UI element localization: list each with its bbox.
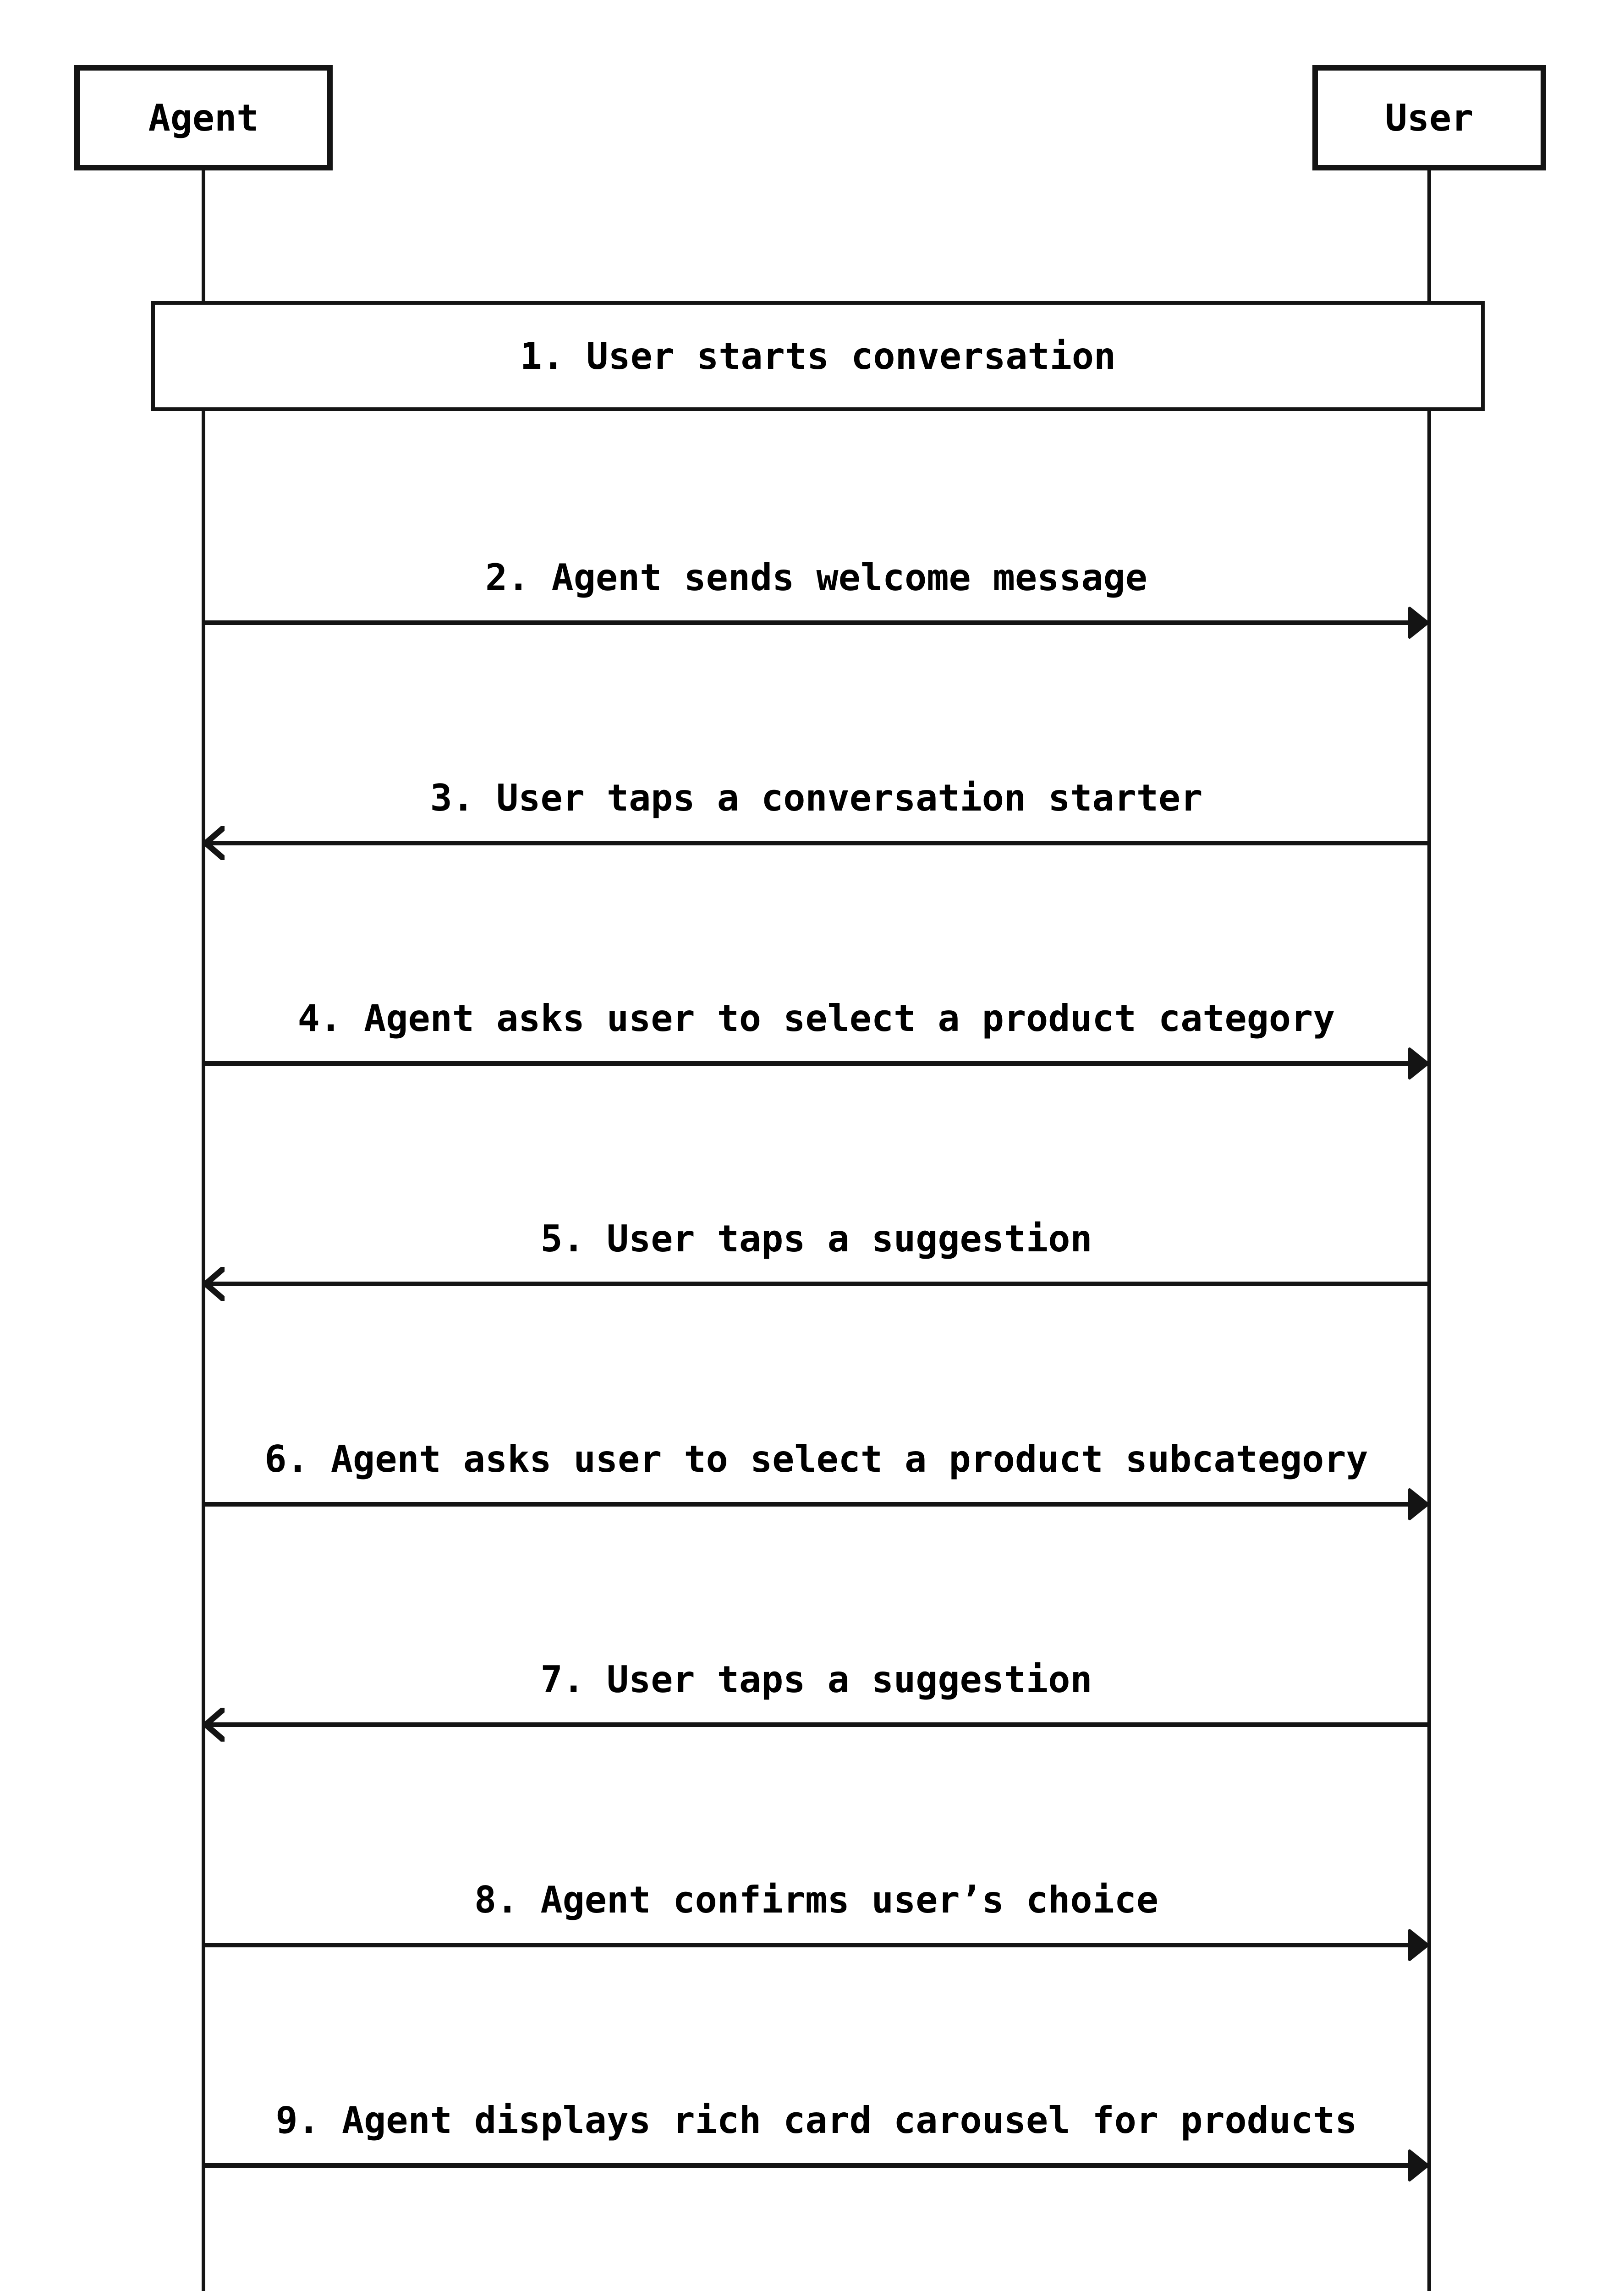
- user-lifeline: [1427, 170, 1431, 2291]
- message-text-line: 6. Agent asks user to select a product s…: [264, 1438, 1368, 1480]
- message-label: 3. User taps a conversation starter: [203, 774, 1429, 822]
- open-arrowhead-icon: [203, 1266, 226, 1302]
- filled-arrowhead-icon: [1408, 1047, 1429, 1080]
- open-arrowhead-icon: [203, 1707, 226, 1743]
- message-label: 4. Agent asks user to select a product c…: [203, 995, 1429, 1042]
- message-line: [203, 1722, 1429, 1727]
- message-label: 5. User taps a suggestion: [203, 1215, 1429, 1263]
- message-line: [203, 2163, 1429, 2168]
- message-line: [203, 1943, 1429, 1947]
- message-label: 9. Agent displays rich card carousel for…: [203, 2097, 1429, 2144]
- message-text-line: 4. Agent asks user to select a product c…: [297, 997, 1335, 1040]
- message-text-line: 2. Agent sends welcome message: [485, 556, 1147, 599]
- message-label: 8. Agent confirms user’s choice: [203, 1876, 1429, 1924]
- note-label: 1. User starts conversation: [520, 334, 1116, 378]
- agent-lifeline: [202, 170, 205, 2291]
- message-text-line: 3. User taps a conversation starter: [430, 777, 1203, 819]
- actor-label-user-top: User: [1385, 96, 1474, 139]
- message-text-line: 8. Agent confirms user’s choice: [474, 1879, 1159, 1921]
- message-text-line: 7. User taps a suggestion: [540, 1658, 1092, 1701]
- message-line: [203, 1282, 1429, 1286]
- message-line: [203, 1061, 1429, 1066]
- message-text-line: 9. Agent displays rich card carousel for…: [275, 2099, 1357, 2142]
- filled-arrowhead-icon: [1408, 606, 1429, 640]
- actor-box-agent-top: Agent: [74, 65, 333, 170]
- message-line: [203, 841, 1429, 845]
- open-arrowhead-icon: [203, 825, 226, 861]
- message-text-line: 5. User taps a suggestion: [540, 1217, 1092, 1260]
- filled-arrowhead-icon: [1408, 1487, 1429, 1521]
- actor-label-agent-top: Agent: [148, 96, 259, 139]
- filled-arrowhead-icon: [1408, 2148, 1429, 2182]
- actor-box-user-top: User: [1312, 65, 1546, 170]
- message-line: [203, 620, 1429, 625]
- message-label: 2. Agent sends welcome message: [203, 554, 1429, 602]
- filled-arrowhead-icon: [1408, 1928, 1429, 1962]
- message-line: [203, 1502, 1429, 1507]
- message-label: 6. Agent asks user to select a product s…: [203, 1436, 1429, 1483]
- message-label: 7. User taps a suggestion: [203, 1656, 1429, 1704]
- note-banner: 1. User starts conversation: [151, 301, 1485, 411]
